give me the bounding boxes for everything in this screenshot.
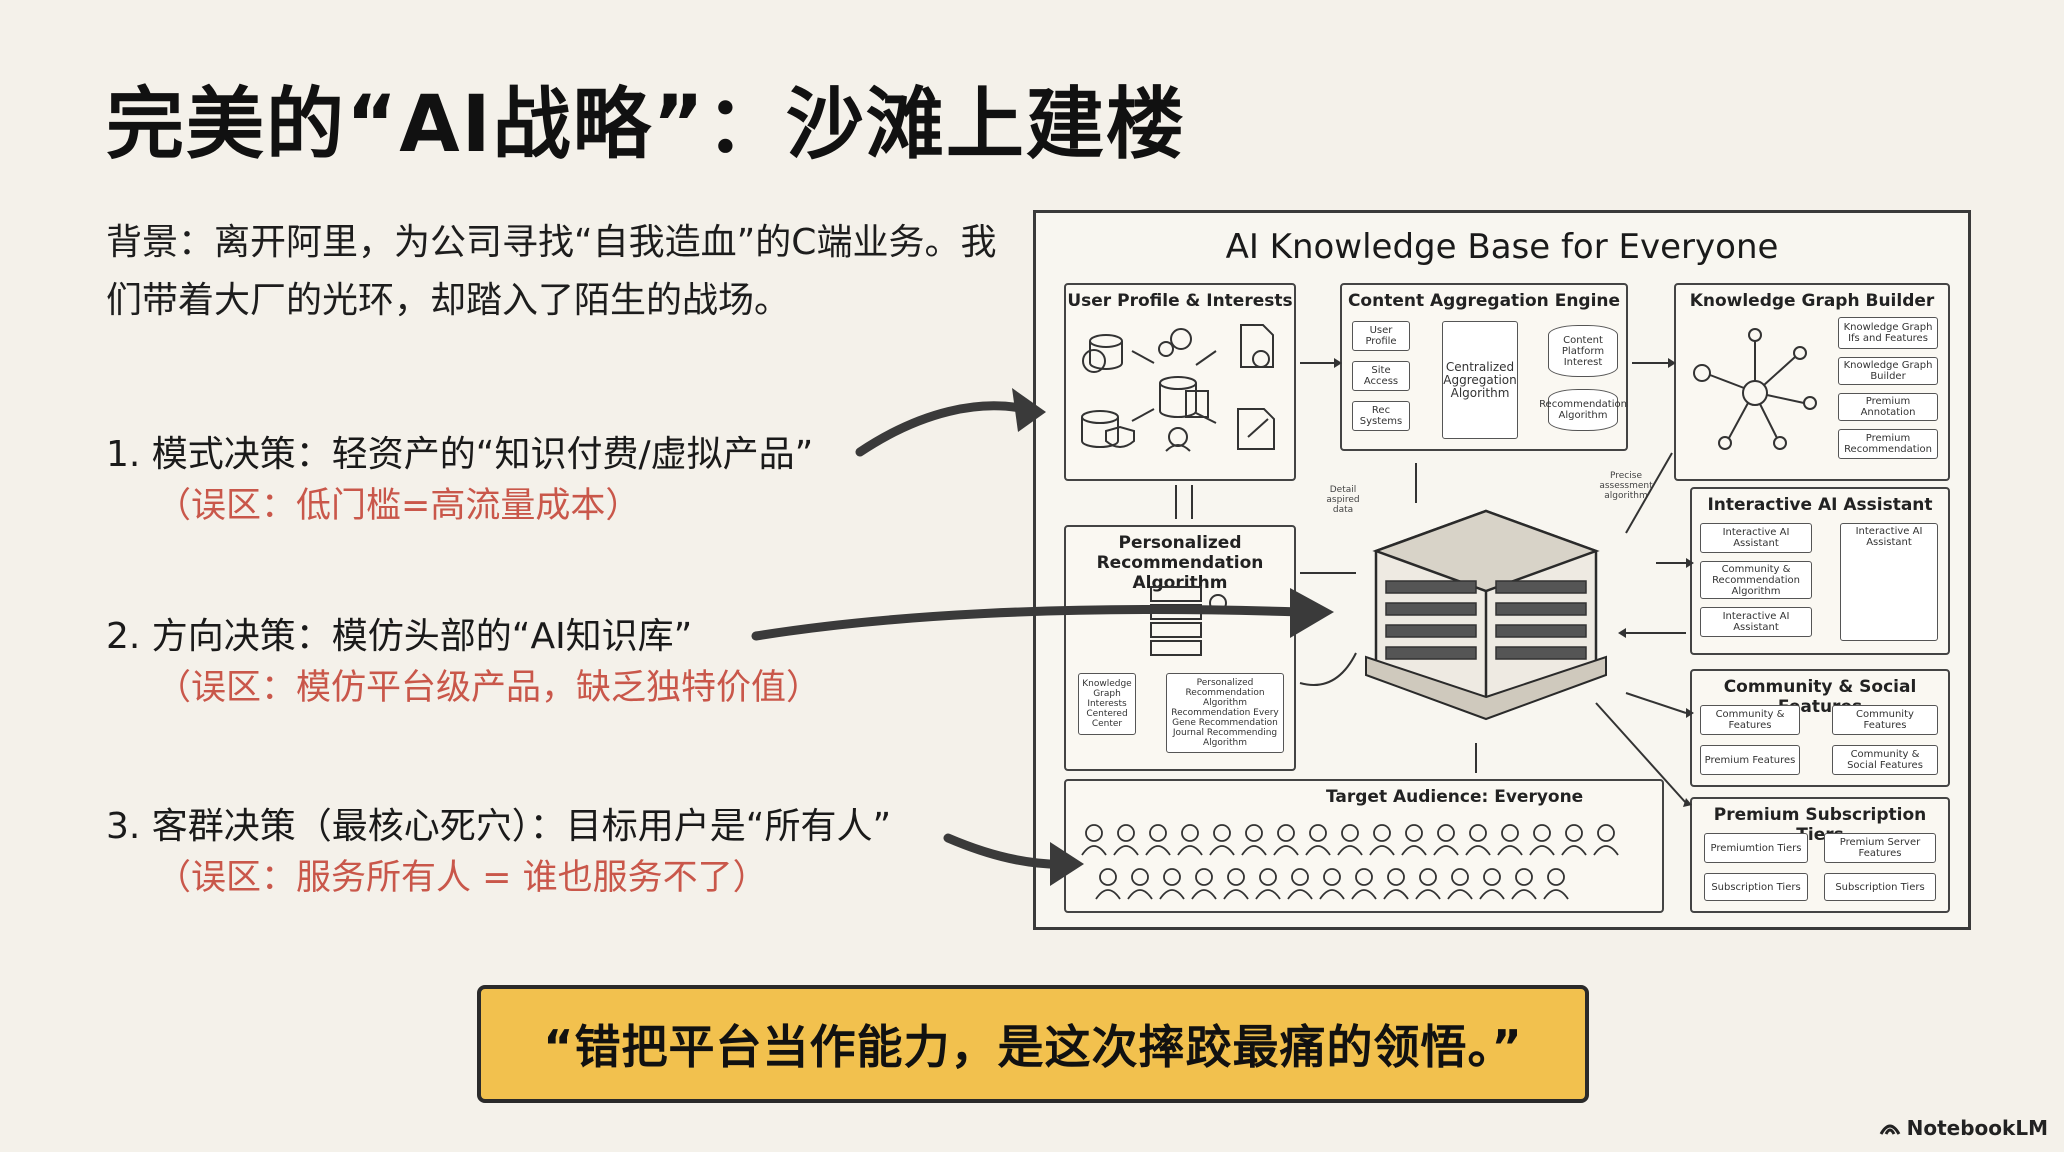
person-icon (1177, 824, 1203, 856)
person-icon (1337, 824, 1363, 856)
community-item-1: Community & Features (1700, 705, 1800, 735)
person-icon (1561, 824, 1587, 856)
recommend-item-algorithm: Personalized Recommendation Algorithm Re… (1166, 673, 1284, 753)
graph-item-features: Knowledge Graph Ifs and Features (1838, 317, 1938, 349)
panel-target-audience: Target Audience: Everyone (1064, 779, 1664, 913)
person-icon (1209, 824, 1235, 856)
premium-item-2: Premium Server Features (1824, 833, 1936, 863)
quote-banner: “错把平台当作能力，是这次摔跤最痛的领悟。” (477, 985, 1589, 1103)
arrow-decision-1 (855, 401, 1035, 457)
person-icon (1095, 868, 1121, 900)
assistant-item-1: Interactive AI Assistant (1700, 523, 1812, 553)
person-icon (1511, 868, 1537, 900)
content-item-aggregation-algorithm: Centralized Aggregation Algorithm (1442, 321, 1518, 439)
person-icon (1273, 824, 1299, 856)
person-icon (1479, 868, 1505, 900)
brand-name: NotebookLM (1906, 1116, 2048, 1140)
person-icon (1351, 868, 1377, 900)
decision-1-main: 1. 模式决策：轻资产的“知识付费/虚拟产品” (106, 434, 814, 475)
person-icon (1191, 868, 1217, 900)
premium-item-4: Subscription Tiers (1824, 873, 1936, 901)
panel-content-aggregation: Content Aggregation Engine User Profile … (1340, 283, 1628, 451)
person-icon (1081, 824, 1107, 856)
panel-knowledge-graph: Knowledge Graph Builder Knowledge Graph … (1674, 283, 1950, 481)
person-icon (1145, 824, 1171, 856)
decision-1: 1. 模式决策：轻资产的“知识付费/虚拟产品” （误区：低门槛=高流量成本） (106, 430, 813, 532)
person-icon (1287, 868, 1313, 900)
assistant-item-3: Interactive AI Assistant (1700, 607, 1812, 637)
person-icon (1433, 824, 1459, 856)
page-title: 完美的“AI战略”：沙滩上建楼 (106, 80, 1186, 170)
content-item-user-profile: User Profile (1352, 321, 1410, 351)
panel-recommendation: Personalized Recommendation Algorithm Kn… (1064, 525, 1296, 771)
assistant-item-2: Community & Recommendation Algorithm (1700, 561, 1812, 599)
decision-3: 3. 客群决策（最核心死穴）：目标用户是“所有人” （误区：服务所有人 = 谁也… (106, 802, 891, 904)
community-item-2: Community Features (1832, 705, 1938, 735)
person-icon (1465, 824, 1491, 856)
panel-content-aggregation-title: Content Aggregation Engine (1347, 291, 1621, 311)
recommendation-stack-icon (1150, 586, 1227, 656)
panel-premium: Premium Subscription Tiers Premiumtion T… (1690, 797, 1950, 913)
recommend-item-interests: Knowledge Graph Interests Centered Cente… (1078, 673, 1136, 735)
content-item-platform-interest: Content Platform Interest (1548, 325, 1618, 377)
notebooklm-logo-icon (1879, 1124, 1900, 1135)
content-item-site-access: Site Access (1352, 361, 1410, 391)
person-icon (1593, 824, 1619, 856)
content-item-rec-systems: Rec Systems (1352, 401, 1410, 431)
brand-mark: NotebookLM (1879, 1116, 2048, 1140)
person-icon (1497, 824, 1523, 856)
assistant-item-4: Interactive AI Assistant (1840, 523, 1938, 641)
person-icon (1241, 824, 1267, 856)
panel-knowledge-graph-title: Knowledge Graph Builder (1689, 291, 1935, 311)
premium-item-1: Premiumtion Tiers (1704, 833, 1808, 863)
panel-community: Community & Social Features Community & … (1690, 669, 1950, 787)
premium-item-3: Subscription Tiers (1704, 873, 1808, 901)
decision-1-pitfall: （误区：低门槛=高流量成本） (156, 486, 641, 526)
user-profile-icons (1081, 324, 1275, 452)
person-icon (1415, 868, 1441, 900)
content-item-recommendation: Recommendation Algorithm (1539, 389, 1627, 431)
person-icon (1529, 824, 1555, 856)
person-icon (1543, 868, 1569, 900)
person-icon (1305, 824, 1331, 856)
person-icon (1255, 868, 1281, 900)
knowledge-graph-network-icon (1693, 328, 1817, 450)
quote-text: “错把平台当作能力，是这次摔跤最痛的领悟。” (543, 1020, 1523, 1074)
person-icon (1383, 868, 1409, 900)
person-icon (1319, 868, 1345, 900)
graph-item-recommendation: Premium Recommendation (1838, 429, 1938, 459)
panel-ai-assistant: Interactive AI Assistant Interactive AI … (1690, 487, 1950, 655)
diagram-title: AI Knowledge Base for Everyone (1225, 227, 1779, 267)
graph-item-builder: Knowledge Graph Builder (1838, 357, 1938, 385)
central-building-illustration (1365, 509, 1607, 721)
person-icon (1401, 824, 1427, 856)
panel-target-audience-title: Target Audience: Everyone (1326, 787, 1584, 807)
community-item-3: Premium Features (1700, 745, 1800, 775)
background-text: 背景：离开阿里，为公司寻找“自我造血”的C端业务。我们带着大厂的光环，却踏入了陌… (106, 222, 997, 321)
decision-3-main: 3. 客群决策（最核心死穴）：目标用户是“所有人” (106, 806, 892, 847)
graph-item-annotation: Premium Annotation (1838, 393, 1938, 421)
panel-recommendation-title: Personalized Recommendation Algorithm (1096, 533, 1264, 593)
panel-user-profile-title: User Profile & Interests (1067, 291, 1293, 311)
panel-user-profile: User Profile & Interests (1064, 283, 1296, 481)
person-icon (1159, 868, 1185, 900)
decision-2-pitfall: （误区：模仿平台级产品，缺乏独特价值） (156, 668, 822, 708)
decision-2-main: 2. 方向决策：模仿头部的“AI知识库” (106, 616, 693, 657)
person-icon (1127, 868, 1153, 900)
community-item-4: Community & Social Features (1832, 745, 1938, 775)
crowd-of-people-icons (1081, 824, 1619, 900)
person-icon (1223, 868, 1249, 900)
decision-2: 2. 方向决策：模仿头部的“AI知识库” （误区：模仿平台级产品，缺乏独特价值） (106, 612, 821, 714)
person-icon (1113, 824, 1139, 856)
panel-ai-assistant-title: Interactive AI Assistant (1707, 495, 1933, 515)
person-icon (1447, 868, 1473, 900)
decision-3-pitfall: （误区：服务所有人 = 谁也服务不了） (156, 858, 768, 898)
person-icon (1369, 824, 1395, 856)
knowledge-base-diagram: AI Knowledge Base for Everyone User Prof… (1033, 210, 1971, 930)
